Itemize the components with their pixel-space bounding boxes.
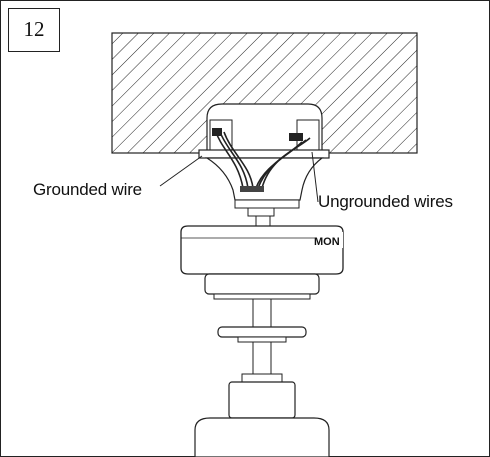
motor-lower-ring bbox=[204, 273, 320, 295]
light-kit bbox=[194, 417, 330, 457]
shaft-lower bbox=[252, 341, 272, 375]
switch-housing bbox=[228, 381, 296, 419]
step-number: 12 bbox=[23, 17, 45, 41]
wire-bundle bbox=[215, 131, 311, 189]
grounded-leader bbox=[159, 155, 203, 187]
shaft-upper bbox=[252, 298, 272, 328]
canopy-base bbox=[234, 199, 300, 209]
motor-flange bbox=[213, 293, 311, 300]
switch-housing-top bbox=[241, 373, 283, 383]
grounded-wire-label: Grounded wire bbox=[33, 180, 142, 199]
hanger-ball bbox=[247, 207, 275, 217]
wire-connector-left bbox=[212, 128, 222, 136]
shaft-collar bbox=[237, 336, 287, 343]
wire-bundle-clip bbox=[240, 186, 264, 192]
wire-connector-right bbox=[289, 133, 303, 141]
brand-text: MON bbox=[314, 236, 340, 248]
brand-plate bbox=[315, 232, 343, 248]
ungrounded-leader bbox=[311, 151, 319, 203]
mounting-bracket bbox=[198, 149, 330, 159]
ungrounded-wires-label: Ungrounded wires bbox=[318, 192, 453, 211]
step-number-box: 12 bbox=[8, 8, 60, 52]
shaft-disc bbox=[217, 326, 307, 338]
